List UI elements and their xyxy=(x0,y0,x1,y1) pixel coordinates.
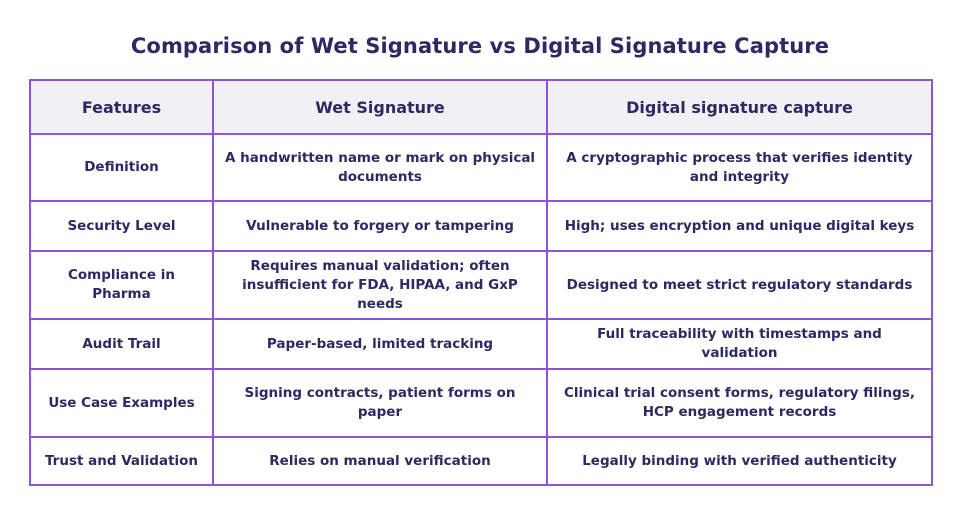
digital-cell: High; uses encryption and unique digital… xyxy=(546,200,933,252)
wet-cell: Signing contracts, patient forms on pape… xyxy=(212,368,548,438)
table-row: Audit Trail Paper-based, limited trackin… xyxy=(29,318,933,370)
digital-cell: Full traceability with timestamps and va… xyxy=(546,318,933,370)
table-row: Security Level Vulnerable to forgery or … xyxy=(29,200,933,252)
feature-cell: Trust and Validation xyxy=(29,436,214,486)
comparison-table: Features Wet Signature Digital signature… xyxy=(29,79,933,486)
header-wet-signature: Wet Signature xyxy=(212,79,548,135)
wet-cell: Vulnerable to forgery or tampering xyxy=(212,200,548,252)
digital-cell: Legally binding with verified authentici… xyxy=(546,436,933,486)
digital-cell: Clinical trial consent forms, regulatory… xyxy=(546,368,933,438)
table-row: Use Case Examples Signing contracts, pat… xyxy=(29,368,933,438)
table-header-row: Features Wet Signature Digital signature… xyxy=(29,79,933,135)
table-row: Definition A handwritten name or mark on… xyxy=(29,133,933,202)
wet-cell: Paper-based, limited tracking xyxy=(212,318,548,370)
table-row: Trust and Validation Relies on manual ve… xyxy=(29,436,933,486)
feature-cell: Definition xyxy=(29,133,214,202)
header-digital-signature: Digital signature capture xyxy=(546,79,933,135)
digital-cell: Designed to meet strict regulatory stand… xyxy=(546,250,933,320)
feature-cell: Audit Trail xyxy=(29,318,214,370)
feature-cell: Compliance in Pharma xyxy=(29,250,214,320)
digital-cell: A cryptographic process that verifies id… xyxy=(546,133,933,202)
wet-cell: Relies on manual verification xyxy=(212,436,548,486)
wet-cell: A handwritten name or mark on physical d… xyxy=(212,133,548,202)
table-row: Compliance in Pharma Requires manual val… xyxy=(29,250,933,320)
feature-cell: Security Level xyxy=(29,200,214,252)
page-title: Comparison of Wet Signature vs Digital S… xyxy=(130,34,830,58)
wet-cell: Requires manual validation; often insuff… xyxy=(212,250,548,320)
header-features: Features xyxy=(29,79,214,135)
feature-cell: Use Case Examples xyxy=(29,368,214,438)
